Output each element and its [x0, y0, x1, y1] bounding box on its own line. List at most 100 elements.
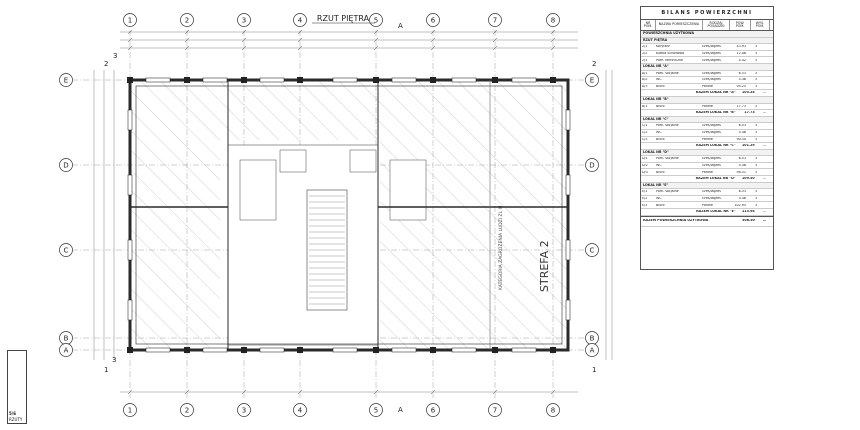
window — [565, 299, 571, 321]
window — [391, 347, 417, 353]
table-cell: C/2 — [642, 131, 648, 135]
table-cell: 3 — [754, 190, 758, 194]
table-cell: Panele — [702, 170, 713, 174]
table-subtotal-row: RAZEM LOKAL NR "B"17.73— — [641, 110, 773, 117]
table-cell: — — [762, 144, 767, 148]
axis-label: C — [64, 247, 69, 255]
axis-bubble — [59, 243, 73, 257]
table-cell: RAZEM LOKAL NR "E" — [696, 210, 736, 214]
table-subtotal-row: RAZEM LOKAL NR "D"109.50— — [641, 176, 773, 183]
stamp-text: RZUTY — [9, 417, 23, 422]
table-cell: 98.51 — [736, 170, 746, 174]
zone-note: KATEGORIA ZAGROŻENIA LUDZI ZL III — [497, 206, 504, 290]
axis-bubble — [237, 13, 251, 27]
table-cell: 6.53 — [738, 71, 746, 75]
section-marker: 2 — [104, 60, 108, 68]
window — [127, 109, 133, 131]
axis-bubble — [123, 403, 137, 417]
column — [373, 77, 379, 83]
window — [332, 347, 358, 353]
dimension-tick — [184, 45, 190, 51]
axis-bubble — [293, 403, 307, 417]
section-marker: 3 — [112, 356, 116, 364]
inner-wall-line — [135, 85, 563, 345]
column — [127, 347, 133, 353]
column — [492, 347, 498, 353]
table-cell: Gres/Iagres — [702, 51, 721, 55]
dimension-tick — [492, 45, 498, 51]
dimension-tick — [127, 37, 133, 43]
table-cell: 3 — [754, 84, 758, 88]
table-cell: Pom. techniczne — [656, 58, 684, 62]
column — [550, 347, 556, 353]
table-cell: B/1 — [642, 104, 648, 108]
table-cell: 4.46 — [738, 164, 746, 168]
table-cell: Gres/Iagres — [702, 157, 721, 161]
table-cell: RAZEM LOKAL NR "D" — [695, 177, 736, 181]
title-stamp: 5/6 RZUTY — [7, 350, 27, 424]
window — [259, 77, 285, 83]
axis-label: 1 — [128, 17, 132, 25]
table-cell: D/1 — [642, 157, 648, 161]
table-cell: 2/1 — [642, 45, 648, 49]
office-room — [220, 80, 300, 140]
column — [297, 347, 303, 353]
window — [391, 77, 417, 83]
table-cell: 3 — [754, 104, 758, 108]
table-cell: Biuro — [656, 203, 665, 207]
stamp-number: 5/6 — [9, 411, 17, 416]
table-cell: C/1 — [642, 124, 648, 128]
axis-bubble — [585, 243, 599, 257]
table-cell: RAZEM LOKAL NR "C" — [695, 144, 736, 148]
dimension-tick — [430, 389, 436, 395]
window — [451, 77, 477, 83]
table-cell: 6.53 — [738, 190, 746, 194]
table-cell: RAZEM LOKAL NR "B" — [695, 111, 736, 115]
wc-room — [239, 159, 277, 221]
table-cell: A/1 — [642, 71, 648, 75]
table-cell: WC — [656, 78, 662, 82]
table-cell: D/2 — [642, 164, 648, 168]
axis-bubble — [488, 403, 502, 417]
table-cell: 113.94 — [742, 210, 755, 214]
table-cell: 3 — [754, 203, 758, 207]
table-section-title: LOKAL NR "C" — [641, 116, 773, 124]
table-cell: 3 — [754, 45, 758, 49]
table-cell: 17.73 — [744, 111, 755, 115]
column — [373, 347, 379, 353]
table-cell: Gres/Iagres — [702, 78, 721, 82]
window — [565, 109, 571, 131]
dimension-tick — [373, 37, 379, 43]
dimension-tick — [184, 389, 190, 395]
dimension-tick — [241, 37, 247, 43]
axis-bubble — [585, 73, 599, 87]
dimension-tick — [241, 389, 247, 395]
table-cell: E/3 — [642, 203, 648, 207]
section-marker: A — [398, 22, 403, 30]
table-cell: 3 — [754, 170, 758, 174]
axis-label: 7 — [493, 17, 497, 25]
axis-label: 5 — [374, 407, 378, 415]
axis-bubble — [293, 13, 307, 27]
table-subtotal-row: RAZEM LOKAL NR "E"113.94— — [641, 209, 773, 216]
table-section-title: LOKAL NR "B" — [641, 96, 773, 104]
table-cell: 4.46 — [738, 131, 746, 135]
table-cell: — — [762, 91, 767, 95]
dimension-tick — [492, 29, 498, 35]
table-cell: Gres/Iagres — [702, 164, 721, 168]
table-cell: 101.29 — [742, 144, 755, 148]
dimension-tick — [430, 45, 436, 51]
table-section-title: RZUT PIĘTRA — [641, 37, 773, 45]
dimension-tick — [550, 45, 556, 51]
table-cell: WC — [656, 164, 662, 168]
